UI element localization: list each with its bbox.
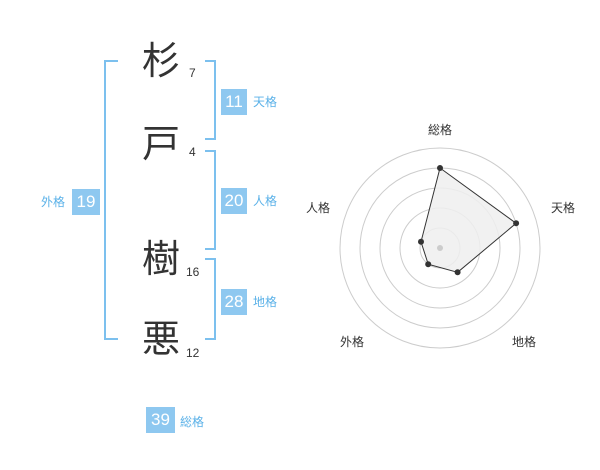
tenkaku-label: 天格: [253, 95, 278, 109]
chikaku-value: 28: [221, 289, 247, 315]
tenkaku-value: 11: [221, 89, 247, 115]
radar-center: [437, 245, 443, 251]
name-char-3: 樹: [142, 237, 181, 281]
axis-label-jinkaku: 人格: [306, 200, 330, 215]
radar-point: [513, 220, 520, 227]
axis-label-tenkaku: 天格: [551, 200, 575, 215]
stroke-count-3: 16: [186, 265, 200, 279]
soukaku-value: 39: [146, 407, 175, 433]
stroke-count-4: 12: [186, 346, 200, 360]
axis-label-gaikaku: 外格: [340, 334, 364, 349]
gaikaku-bracket: [104, 60, 118, 340]
radar-point: [437, 165, 443, 171]
radar-polygon: [420, 167, 517, 273]
soukaku-label: 総格: [180, 415, 205, 429]
stroke-count-1: 7: [189, 66, 196, 80]
radar-point: [454, 269, 461, 276]
name-char-1: 杉: [142, 39, 181, 83]
chikaku-bracket: [205, 258, 216, 340]
chikaku-label: 地格: [253, 295, 278, 309]
axis-label-soukaku: 総格: [428, 122, 452, 137]
gaikaku-label: 外格: [41, 195, 66, 209]
stroke-count-2: 4: [189, 145, 196, 159]
radar-point: [425, 261, 432, 268]
tenkaku-bracket: [205, 60, 216, 140]
gaikaku-value: 19: [72, 189, 100, 215]
jinkaku-value: 20: [221, 188, 247, 214]
name-char-2: 戸: [142, 122, 181, 166]
name-char-4: 悪: [142, 317, 181, 361]
jinkaku-bracket: [205, 150, 216, 250]
radar-point: [418, 238, 424, 245]
radar-ring: [339, 147, 541, 349]
jinkaku-label: 人格: [253, 194, 278, 208]
radar-chart: 総格 天格 地格 外格 人格: [306, 122, 575, 349]
axis-label-chikaku: 地格: [512, 334, 536, 349]
